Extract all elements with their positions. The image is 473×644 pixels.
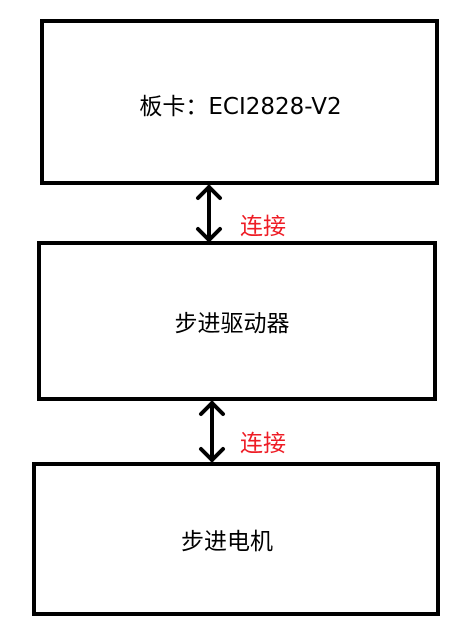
board-driver-arrow: [196, 185, 222, 242]
stepper-motor-node-label: 步进电机: [181, 529, 273, 555]
connection-label-board-driver: 连接: [240, 214, 286, 240]
stepper-motor-node: 步进电机: [32, 462, 440, 616]
board-node: 板卡：ECI2828-V2: [40, 19, 439, 185]
stepper-driver-node-label: 步进驱动器: [174, 311, 290, 337]
connection-label-driver-motor: 连接: [240, 431, 286, 457]
driver-motor-arrow: [199, 401, 225, 462]
board-node-label: 板卡：ECI2828-V2: [139, 94, 342, 120]
stepper-driver-node: 步进驱动器: [37, 241, 437, 401]
